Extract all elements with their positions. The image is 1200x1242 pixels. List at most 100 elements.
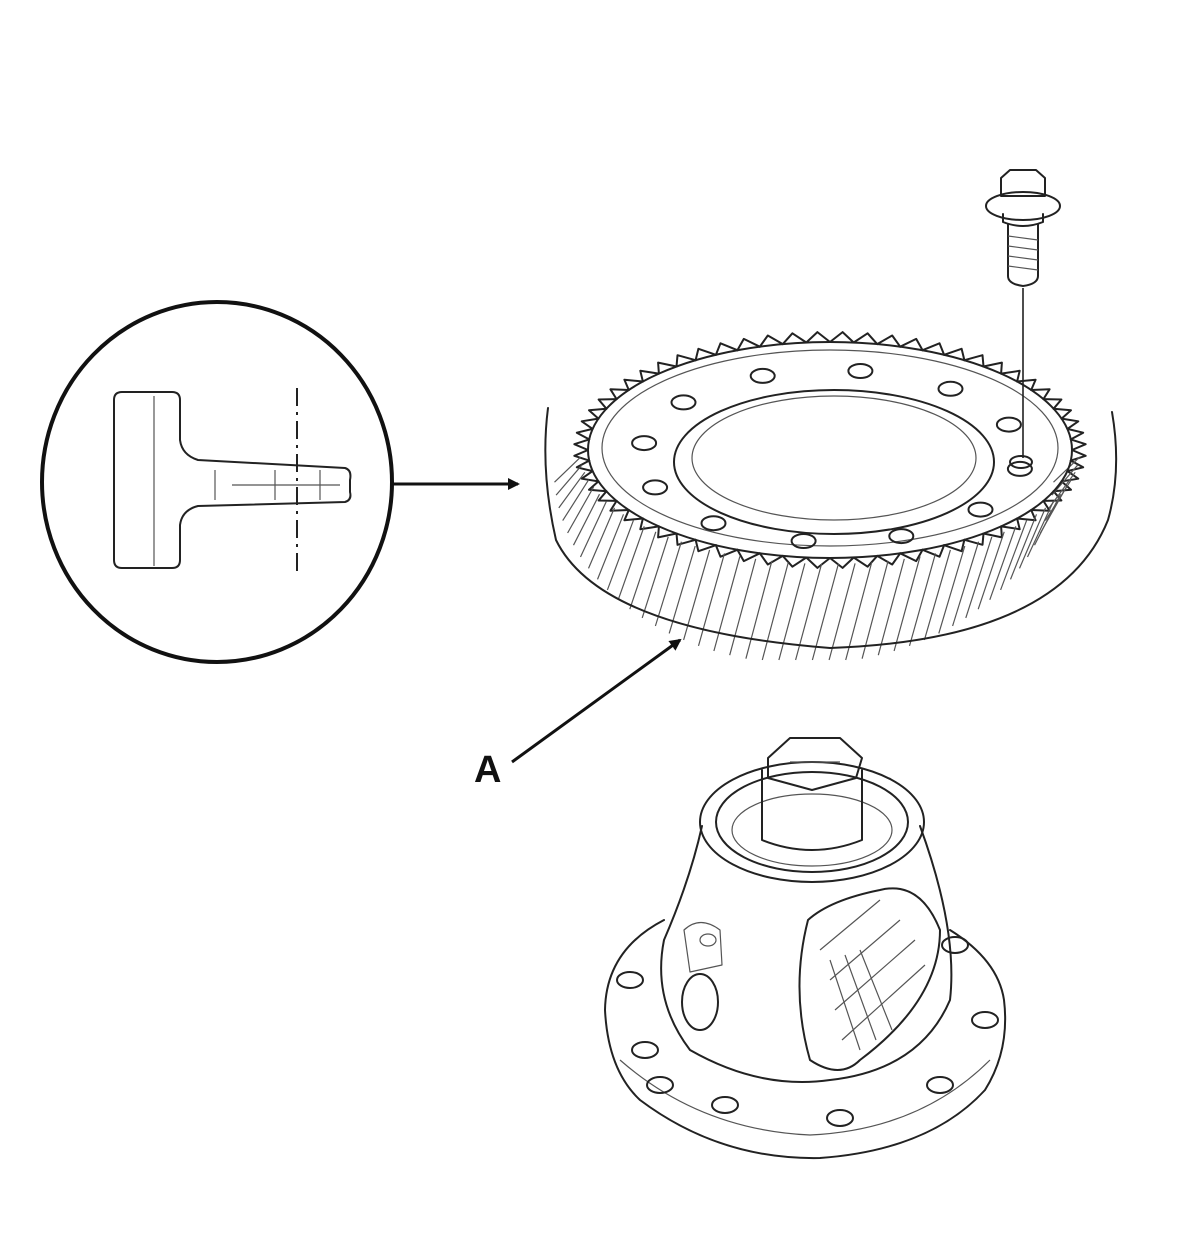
helical-tooth-line — [729, 558, 757, 656]
flange-bolt-hole — [971, 1011, 999, 1029]
gear-tooth — [694, 347, 717, 362]
helical-tooth-line — [683, 549, 711, 641]
gear-tooth — [1069, 438, 1087, 451]
flange-bolt-hole — [616, 971, 644, 989]
gear-tooth — [736, 337, 761, 352]
gear-tooth — [675, 532, 697, 546]
gear-tooth — [829, 556, 855, 569]
helical-tooth-line — [761, 562, 789, 661]
gear-tooth — [852, 332, 879, 346]
gear-tooth — [714, 544, 739, 558]
bolt-hole — [937, 380, 964, 397]
helical-tooth-line — [977, 531, 1005, 610]
gear-tooth — [597, 398, 618, 410]
gear-tooth — [1000, 517, 1021, 531]
helical-tooth-line — [952, 541, 980, 627]
gear-tooth — [963, 532, 985, 546]
gear-tooth — [1016, 509, 1037, 522]
helical-tooth-line — [938, 545, 966, 634]
callout-a-label: A — [474, 749, 502, 791]
helical-tooth-line — [1026, 500, 1055, 558]
gear-tooth — [921, 544, 946, 558]
helical-tooth-line — [908, 553, 937, 647]
gear-tooth — [694, 538, 717, 553]
helical-tooth-line — [1000, 520, 1028, 591]
gear-tooth — [1030, 388, 1051, 401]
gear-tooth — [609, 388, 630, 401]
gear-tooth — [758, 552, 784, 566]
gear-tooth — [1066, 427, 1085, 441]
differential-case — [604, 737, 1007, 1160]
helical-tooth-line — [965, 536, 993, 619]
bolt-hole — [670, 394, 697, 411]
helical-tooth-line — [596, 514, 625, 580]
helical-tooth-line — [893, 556, 921, 652]
bolt-holes — [631, 363, 1033, 549]
gear-tooth — [921, 342, 946, 356]
flange-bolt-hole — [926, 1076, 954, 1094]
gear-tooth — [1052, 407, 1072, 420]
gear-tooth — [639, 517, 660, 531]
helical-tooth-line — [554, 456, 581, 483]
gear-tooth — [573, 449, 591, 462]
gear-tooth — [675, 354, 697, 368]
helical-tooth-line — [877, 558, 905, 656]
gear-tooth — [714, 342, 739, 356]
helical-tooth-line — [1018, 507, 1047, 569]
gear-tooth — [1052, 480, 1072, 493]
gear-tooth — [1042, 490, 1063, 502]
ring-gear — [544, 331, 1118, 661]
gear-tooth — [1060, 417, 1080, 430]
gear-tooth — [982, 361, 1003, 375]
gear-teeth-side — [554, 456, 1080, 661]
helical-tooth-line — [606, 520, 634, 591]
bolt-hole — [749, 367, 776, 384]
case-bolt-holes — [616, 936, 999, 1127]
gear-tooth — [575, 459, 594, 473]
gear-tooth — [639, 369, 660, 383]
helical-tooth-line — [745, 560, 773, 659]
gear-tooth — [781, 554, 808, 568]
gear-tooth — [876, 552, 902, 566]
bolt-hole — [847, 363, 874, 379]
bolt-hole — [700, 515, 727, 532]
detail-view-circle — [40, 300, 394, 664]
flange-bolt-hole — [711, 1096, 739, 1114]
gear-tooth — [580, 470, 600, 483]
helical-tooth-line — [567, 486, 595, 534]
gear-tooth — [597, 490, 618, 502]
gear-tooth — [1042, 398, 1063, 410]
gear-tooth — [609, 499, 630, 512]
flange-bolt-hole — [631, 1041, 659, 1059]
gear-tooth — [573, 438, 591, 451]
helical-tooth-line — [587, 507, 616, 569]
gear-tooth — [899, 337, 924, 352]
gear-tooth — [1016, 378, 1037, 391]
flange-bolt-hole — [646, 1076, 674, 1094]
gear-tooth — [588, 407, 608, 420]
gear-tooth — [829, 331, 855, 344]
helical-tooth-line — [1009, 514, 1038, 580]
helical-tooth-line — [697, 553, 726, 647]
gear-tooth — [1069, 449, 1087, 462]
gear-tooth — [899, 548, 924, 563]
bolt-hole — [1006, 460, 1033, 477]
bolt-hole — [790, 533, 817, 549]
mounting-bolt-icon — [985, 169, 1061, 469]
callout-a-leader-arrow — [511, 638, 682, 764]
flange-bolt-hole — [941, 936, 969, 954]
helical-tooth-line — [828, 563, 856, 661]
bolt-hole — [888, 528, 915, 545]
helical-tooth-line — [861, 560, 889, 659]
helical-tooth-line — [555, 464, 583, 496]
gear-tooth — [758, 334, 784, 348]
helical-tooth-line — [558, 471, 586, 509]
helical-tooth-line — [1051, 464, 1079, 496]
bolt-hole — [967, 501, 994, 518]
helical-tooth-line — [617, 526, 645, 601]
gear-tooth — [657, 361, 678, 375]
bolt-cross-section-icon — [113, 388, 352, 574]
bolt-hole — [631, 435, 658, 452]
